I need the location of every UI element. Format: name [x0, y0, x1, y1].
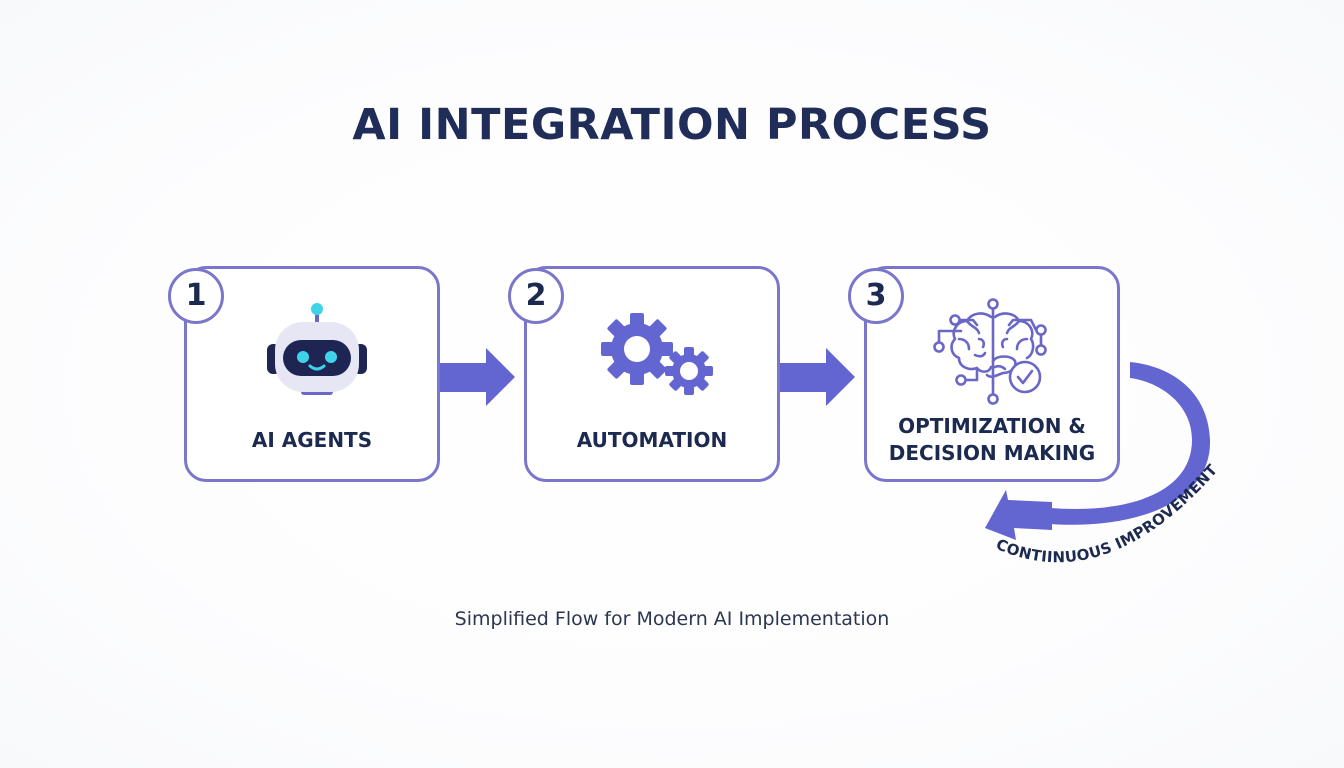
gears-icon: [601, 313, 713, 395]
diagram-title: AI INTEGRATION PROCESS: [352, 100, 992, 150]
step-box-ai-agents: AI AGENTS: [184, 266, 440, 482]
step-label: AUTOMATION: [576, 428, 728, 452]
step-label: AI AGENTS: [251, 428, 373, 452]
step-number-badge: 1: [168, 268, 224, 324]
step-number-badge: 3: [848, 268, 904, 324]
step-label-line-1: OPTIMIZATION &: [898, 414, 1086, 438]
curved-arrow-head: [985, 490, 1052, 540]
robot-icon: [267, 303, 367, 395]
arrow-right-icon: [780, 348, 855, 406]
brain-circuit-check-icon: [933, 298, 1047, 405]
diagram-subtitle: Simplified Flow for Modern AI Implementa…: [454, 608, 890, 630]
step-box-automation: AUTOMATION: [524, 266, 780, 482]
step-label-line-2: DECISION MAKING: [888, 441, 1096, 465]
arrow-right-icon: [440, 348, 515, 406]
step-number-badge: 2: [508, 268, 564, 324]
